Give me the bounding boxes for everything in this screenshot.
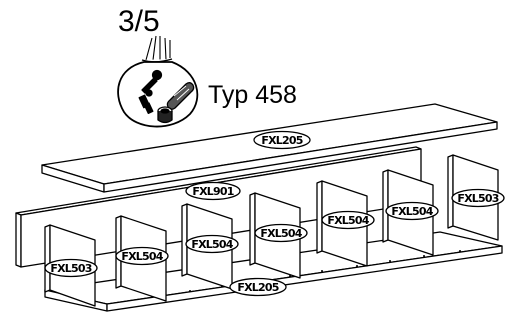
screw-icon [141, 69, 163, 94]
part-label-bottom-board: FXL205 [229, 277, 287, 297]
svg-text:FXL504: FXL504 [191, 238, 233, 251]
svg-text:FXL205: FXL205 [237, 281, 278, 294]
part-label-divider-3: FXL504 [254, 223, 308, 243]
cam-lock-icon [157, 106, 173, 124]
svg-text:FXL901: FXL901 [192, 185, 233, 198]
svg-text:FXL504: FXL504 [121, 250, 163, 263]
dowel-icon [166, 82, 195, 110]
svg-text:FXL504: FXL504 [391, 205, 433, 218]
part-label-divider-5: FXL504 [385, 201, 439, 221]
part-label-left-side: FXL503 [44, 258, 98, 278]
svg-text:FXL504: FXL504 [327, 214, 369, 227]
fitting-bag-icon [117, 35, 199, 128]
cam-pin-icon [138, 89, 154, 115]
part-label-divider-1: FXL504 [115, 246, 169, 266]
svg-text:FXL205: FXL205 [261, 134, 302, 147]
svg-text:FXL503: FXL503 [50, 262, 91, 275]
part-label-right-side: FXL503 [451, 188, 505, 208]
part-label-divider-2: FXL504 [185, 234, 239, 254]
step-indicator: 3/5 [118, 5, 160, 38]
fitting-bag-type: Typ 458 [208, 81, 297, 109]
part-label-top-board: FXL205 [253, 130, 311, 150]
svg-text:FXL503: FXL503 [457, 192, 498, 205]
part-label-back-panel: FXL901 [185, 181, 241, 201]
svg-text:FXL504: FXL504 [260, 227, 302, 240]
part-label-divider-4: FXL504 [321, 210, 375, 230]
